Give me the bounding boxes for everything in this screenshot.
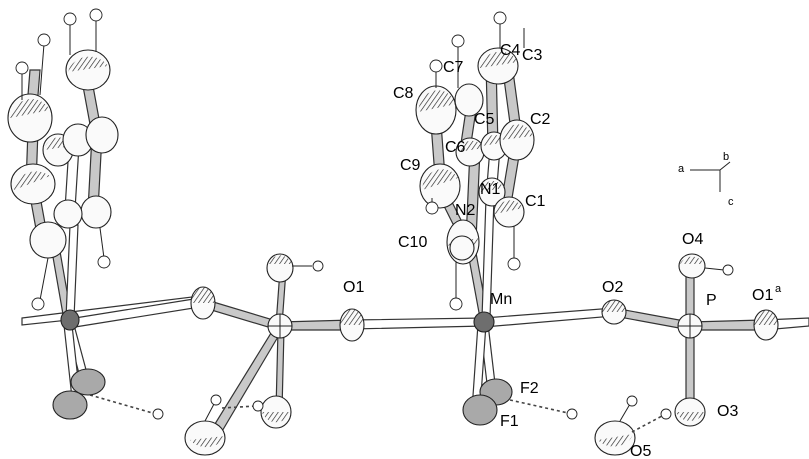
label-o4: O4	[682, 231, 703, 248]
left-phosphate	[190, 253, 324, 439]
axes-indicator: a b c	[678, 151, 734, 208]
label-o3: O3	[717, 403, 738, 420]
label-o1a-superscript: a	[775, 283, 782, 295]
label-o1a: O1	[752, 287, 773, 304]
left-water	[89, 394, 264, 456]
atom-mn	[473, 311, 495, 333]
label-o5: O5	[630, 443, 651, 459]
label-c1: C1	[525, 193, 546, 210]
label-f2: F2	[520, 380, 539, 397]
label-f1: F1	[500, 413, 519, 430]
label-c2: C2	[530, 111, 551, 128]
label-mn: Mn	[490, 291, 512, 308]
label-c5: C5	[474, 111, 495, 128]
label-p: P	[706, 292, 717, 309]
label-c10: C10	[398, 234, 427, 251]
label-o1: O1	[343, 279, 364, 296]
label-c9: C9	[400, 157, 421, 174]
axis-label-c: c	[728, 196, 734, 208]
label-o2: O2	[602, 279, 623, 296]
label-c8: C8	[393, 85, 414, 102]
atom-labels: C4 C3 C7 C8 C5 C2 C6 C9 N1 C1 N2 C10 Mn …	[343, 42, 782, 459]
right-phosphate	[601, 253, 779, 427]
left-mn-fragment	[7, 8, 119, 420]
atom-f1	[462, 394, 498, 426]
label-n2: N2	[455, 202, 476, 219]
mn-fragment	[415, 11, 535, 426]
label-c3: C3	[522, 47, 543, 64]
atom-c7	[454, 83, 484, 117]
axis-label-a: a	[678, 163, 685, 175]
label-c6: C6	[445, 139, 466, 156]
label-c7: C7	[443, 59, 464, 76]
atom-n2-shadow	[449, 235, 475, 261]
axis-label-b: b	[723, 151, 729, 163]
label-n1: N1	[480, 181, 501, 198]
label-c4: C4	[500, 42, 521, 59]
water-o5	[509, 395, 672, 456]
